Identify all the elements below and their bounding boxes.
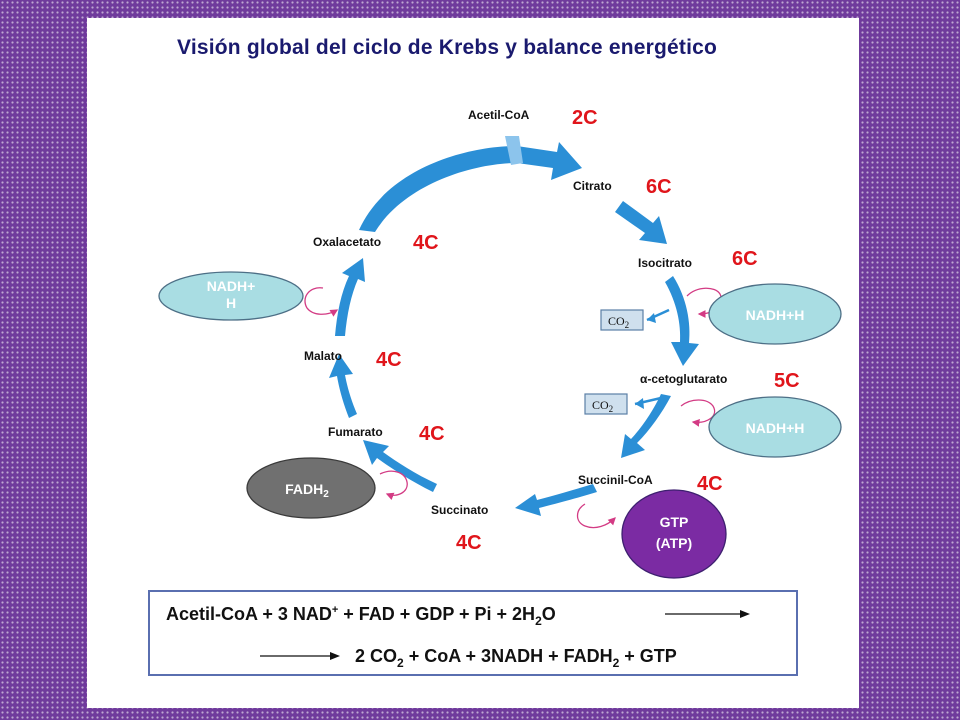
co2-box-2-sub: 2 [609, 404, 614, 414]
carbons-fumarato: 4C [419, 423, 445, 445]
label-oxalacetato: Oxalacetato [313, 235, 381, 249]
co2-release: CO2 CO2 [584, 308, 670, 415]
svg-text:CO2: CO2 [608, 314, 629, 330]
bubble-fadh2: FADH2 [246, 457, 376, 519]
gtp-line1: GTP [660, 514, 689, 530]
nadh-left-line1: NADH+ [207, 278, 256, 294]
arrow-isocitrato-to-cetoglutarato [665, 276, 699, 366]
pink-arrow-succinil [576, 503, 616, 529]
eq-line2-b: + CoA + 3NADH + FADH [404, 646, 613, 666]
slide-title: Visión global del ciclo de Krebs y balan… [177, 36, 718, 59]
equation-arrow-2 [260, 652, 340, 660]
cycle-arrows [329, 136, 699, 516]
label-cetoglutarato: α-cetoglutarato [640, 372, 727, 386]
eq-line2-sub2: 2 [613, 656, 620, 670]
eq-line1-c: O [542, 604, 556, 624]
carbons-oxalacetato: 4C [413, 232, 439, 254]
label-isocitrato: Isocitrato [638, 256, 692, 270]
fadh2-label: FADH [285, 481, 323, 497]
label-succinato: Succinato [431, 503, 488, 517]
eq-line2-sub1: 2 [397, 656, 404, 670]
nadh-right-1-label: NADH+H [746, 307, 805, 323]
co2-box-1 [600, 309, 644, 331]
arrow-cetoglutarato-to-succinil [621, 394, 671, 458]
nadh-left-line2: H [226, 295, 236, 311]
equation-box: Acetil-CoA + 3 NAD+ + FAD + GDP + Pi + 2… [148, 590, 798, 676]
label-fumarato: Fumarato [328, 425, 383, 439]
nadh-right-2-label: NADH+H [746, 420, 805, 436]
bubble-nadh-right-2: NADH+H [708, 396, 842, 458]
eq-line2-a: 2 CO [355, 646, 397, 666]
svg-text:CO2: CO2 [592, 398, 613, 414]
pink-arrow-oxalacetato [304, 287, 339, 317]
svg-text:FADH2: FADH2 [285, 481, 329, 500]
carbons-cetoglutarato: 5C [774, 370, 800, 392]
co2-box-1-label: CO [608, 314, 625, 328]
equation-line2: 2 CO2 + CoA + 3NADH + FADH2 + GTP [355, 646, 677, 670]
co2-box-1-sub: 2 [625, 320, 630, 330]
pink-arrow-cetoglutarato [680, 399, 716, 427]
equation-line1: Acetil-CoA + 3 NAD+ + FAD + GDP + Pi + 2… [166, 604, 556, 628]
label-malato: Malato [304, 349, 342, 363]
carbons-succinil-coa: 4C [697, 473, 723, 495]
eq-line1-b: + FAD + GDP + Pi + 2H [338, 604, 535, 624]
carbons-isocitrato: 6C [732, 248, 758, 270]
krebs-cycle-diagram: CO2 CO2 Acetil-CoA Citrato Isocitrato α-… [158, 107, 842, 579]
label-acetyl-coa: Acetil-CoA [468, 108, 530, 122]
label-citrato: Citrato [573, 179, 612, 193]
label-succinil-coa: Succinil-CoA [578, 473, 653, 487]
carbons-citrato: 6C [646, 176, 672, 198]
arrow-oxalacetato-to-citrato [359, 142, 582, 232]
carbons-malato: 4C [376, 349, 402, 371]
arrow-malato-to-oxalacetato [335, 258, 365, 336]
carbons-succinato: 4C [456, 532, 482, 554]
carbons-acetyl-coa: 2C [572, 107, 598, 129]
eq-line1-sub: 2 [535, 614, 542, 628]
co2-box-2 [584, 393, 628, 415]
arrow-fumarato-to-malato [329, 354, 357, 418]
pink-arrow-fumarato [379, 470, 408, 501]
bubble-nadh-right-1: NADH+H [708, 283, 842, 345]
arrow-citrato-to-isocitrato [615, 201, 667, 244]
eq-line1-a: Acetil-CoA + 3 NAD [166, 604, 332, 624]
eq-line1-sup: + [332, 604, 338, 616]
arrow-acetylcoa-input [505, 136, 523, 165]
metabolite-labels: Acetil-CoA Citrato Isocitrato α-cetoglut… [304, 108, 727, 517]
co2-box-2-label: CO [592, 398, 609, 412]
eq-line2-c: + GTP [619, 646, 677, 666]
arrow-succinil-to-succinato [515, 484, 597, 516]
carbon-counts: 2C 6C 6C 5C 4C 4C 4C 4C 4C [376, 107, 800, 554]
gtp-line2: (ATP) [656, 535, 692, 551]
equation-arrow-1 [665, 610, 750, 618]
arrow-succinato-to-fumarato [363, 440, 437, 492]
bubble-nadh-left: NADH+ H [158, 271, 304, 321]
bubble-gtp: GTP (ATP) [621, 489, 727, 579]
equation-svg: Acetil-CoA + 3 NAD+ + FAD + GDP + Pi + 2… [166, 604, 750, 670]
fadh2-sub: 2 [323, 489, 329, 500]
